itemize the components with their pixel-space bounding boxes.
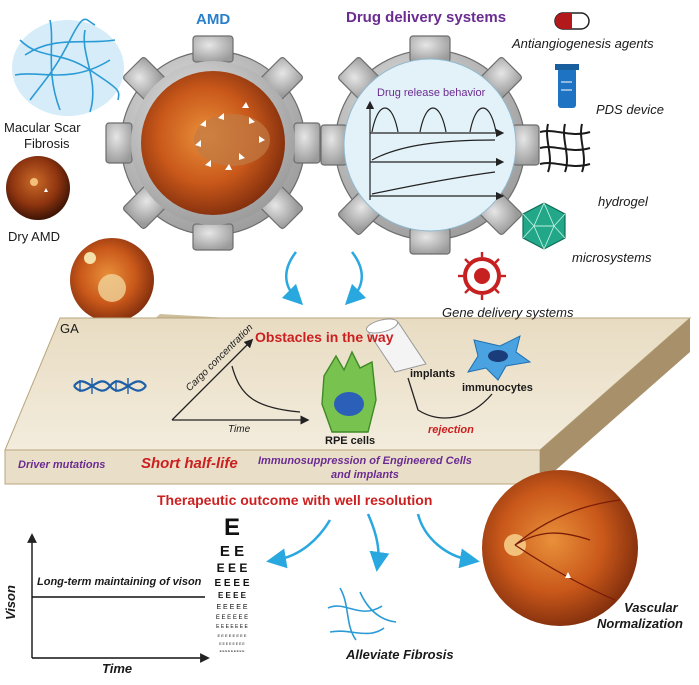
amd-fundus-image: [141, 71, 285, 215]
microsystem-icosahedron-icon: [522, 201, 566, 251]
ga-label: GA: [60, 321, 79, 336]
obstacles-title: Obstacles in the way: [255, 329, 394, 345]
arrows-to-obstacles: [281, 251, 367, 306]
immunocytes-label: immunocytes: [462, 382, 533, 394]
vision-axis-label: Vison: [3, 585, 18, 620]
pds-device-label: PDS device: [596, 102, 664, 117]
implants-label: implants: [410, 368, 456, 380]
microsystems-label: microsystems: [572, 250, 652, 265]
macular-scar-label-2: Fibrosis: [24, 136, 70, 151]
fibrosis-illustration: [12, 18, 124, 116]
vascular-normalization-fundus-image: [482, 470, 638, 626]
pds-device-icon: [555, 64, 579, 108]
drug-delivery-gear: [320, 35, 540, 255]
ga-fundus-image: [70, 238, 154, 322]
svg-text:E E E E E E E: E E E E E E E: [216, 624, 248, 630]
cargo-time-axis-label: Time: [228, 424, 251, 435]
alleviated-fibrosis-illustration: [327, 587, 397, 641]
immunosuppression-label-2: and implants: [331, 469, 399, 481]
vision-time-axis-label: Time: [102, 661, 133, 676]
svg-text:E E E E E E E E: E E E E E E E E: [217, 633, 246, 638]
vascular-label-1: Vascular: [624, 600, 678, 615]
short-half-life-label: Short half-life: [141, 455, 238, 472]
hydrogel-label: hydrogel: [598, 194, 648, 209]
gene-delivery-label: Gene delivery systems: [442, 305, 574, 320]
svg-text:E E E E E E E E E: E E E E E E E E E: [220, 649, 245, 653]
capsule-icon: [554, 12, 590, 30]
cargo-concentration-plot: [171, 338, 310, 425]
gene-delivery-virus-icon: [458, 252, 506, 300]
svg-text:E E E E E E E E: E E E E E E E E: [219, 642, 245, 646]
dry-amd-label: Dry AMD: [8, 229, 60, 244]
svg-text:E E E E E E: E E E E E E: [216, 615, 248, 621]
svg-text:E E E E E: E E E E E: [216, 604, 247, 611]
svg-text:E E E E: E E E E: [214, 578, 249, 589]
alleviate-fibrosis-label: Alleviate Fibrosis: [346, 647, 454, 662]
rpe-cell-icon: [321, 350, 377, 433]
vascular-label-2: Normalization: [597, 616, 683, 631]
implant-icon: [365, 318, 427, 373]
snellen-chart-icon: E E E E E E E E E E E E E E E E E E E E …: [214, 514, 249, 653]
svg-text:E: E: [224, 514, 240, 541]
driver-mutations-label: Driver mutations: [18, 459, 106, 471]
rejection-curve: [407, 377, 493, 419]
dry-amd-fundus-image: [6, 156, 70, 220]
rpe-cells-label: RPE cells: [325, 435, 376, 447]
immunosuppression-label-1: Immunosuppression of Engineered Cells: [258, 455, 472, 467]
arrows-to-outcomes: [266, 513, 480, 572]
long-term-vision-label: Long-term maintaining of vison: [37, 576, 202, 588]
immunocyte-icon: [466, 335, 532, 381]
drug-delivery-title: Drug delivery systems: [346, 9, 507, 26]
antiangiogenesis-label: Antiangiogenesis agents: [512, 36, 654, 51]
macular-scar-label-1: Macular Scar: [4, 120, 81, 135]
hydrogel-mesh-icon: [539, 123, 591, 173]
vision-plot: [27, 533, 210, 663]
dna-icon: [73, 378, 147, 394]
amd-title: AMD: [196, 11, 231, 28]
svg-text:E E E E: E E E E: [218, 591, 247, 600]
rejection-label: rejection: [428, 424, 474, 436]
drug-release-label: Drug release behavior: [377, 87, 486, 99]
outcome-title: Therapeutic outcome with well resolution: [157, 492, 433, 508]
svg-text:E E: E E: [220, 543, 244, 560]
svg-text:E E E: E E E: [217, 561, 248, 575]
